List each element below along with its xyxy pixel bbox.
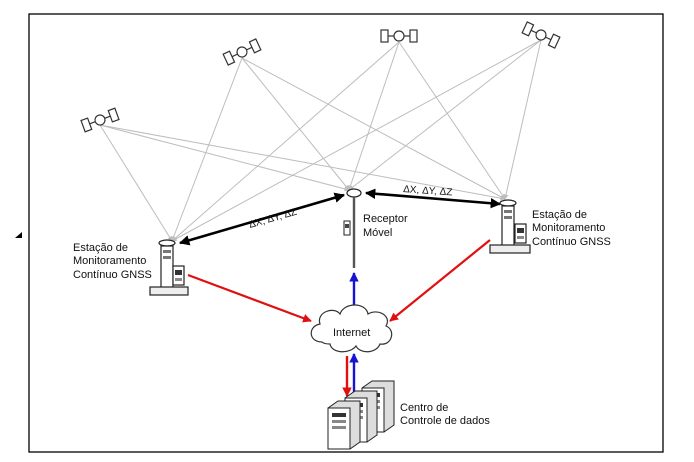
- internet-label: Internet: [333, 327, 370, 339]
- data-center-label-line2: Controle de dados: [400, 415, 490, 427]
- receiver-device-icon: [514, 223, 527, 244]
- left-station-label-line3: Contínuo GNSS: [73, 269, 152, 281]
- cloud-icon: [310, 304, 393, 353]
- receiver-device-icon: [172, 265, 185, 286]
- right-station-to-internet-arrow: [389, 239, 491, 322]
- correction-label-right: ΔX, ΔY, ΔZ: [403, 184, 453, 198]
- right-station-label-line2: Monitoramento: [532, 222, 605, 234]
- right-monitoring-station: [489, 199, 531, 254]
- left-station-label-line2: Monitoramento: [73, 255, 146, 267]
- mobile-receiver: [343, 188, 362, 268]
- mobile-receiver-label-line2: Móvel: [363, 227, 392, 239]
- satellite-icon: [222, 38, 262, 66]
- antenna-icon: [158, 239, 176, 247]
- right-station-label-line3: Contínuo GNSS: [532, 236, 611, 248]
- correction-arrow-left: [179, 192, 345, 246]
- mobile-receiver-label-line1: Receptor: [363, 213, 408, 225]
- antenna-icon: [499, 199, 517, 207]
- left-station-to-internet-arrow: [187, 273, 312, 323]
- left-station-label-line1: Estação de: [73, 242, 128, 254]
- satellite-icon: [380, 29, 418, 43]
- right-station-label-line1: Estação de: [532, 209, 587, 221]
- satellite-icon: [80, 107, 120, 133]
- satellite-icon: [521, 21, 561, 49]
- server-icon: [327, 400, 361, 450]
- left-monitoring-station: [149, 239, 189, 296]
- data-center-label-line1: Centro de: [400, 402, 448, 414]
- correction-arrow-right: [364, 188, 502, 209]
- antenna-icon: [346, 188, 362, 198]
- corner-marker-icon: [15, 232, 22, 238]
